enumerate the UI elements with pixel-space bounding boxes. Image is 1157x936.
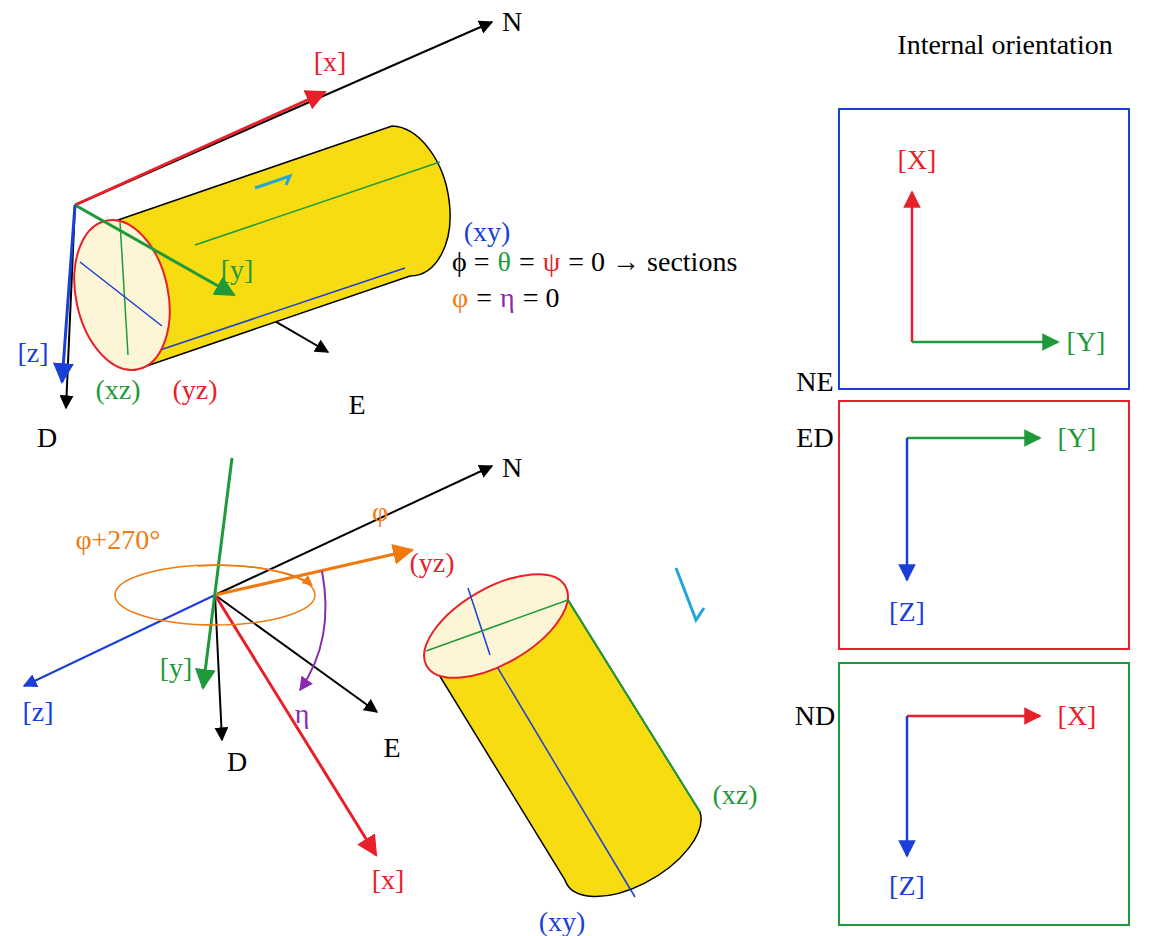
axis-label: (xy) <box>464 218 511 246</box>
axis-label: [x] <box>372 866 405 894</box>
axis-label: [Z] <box>889 598 925 626</box>
axis-arrow <box>906 438 909 580</box>
axis-label: [x] <box>314 48 347 76</box>
axis-label: D <box>227 748 247 776</box>
axis-label: [X] <box>898 146 937 174</box>
axis-label: [y] <box>160 654 193 682</box>
axis-label: [Y] <box>1067 328 1106 356</box>
angle-equation: φ = η = 0 <box>452 284 559 312</box>
panel-title: Internal orientation <box>897 31 1112 59</box>
axis-label: [X] <box>1058 702 1097 730</box>
axis-label: [Z] <box>889 872 925 900</box>
axis-label: [y] <box>221 256 254 284</box>
axis-label: η <box>295 700 310 728</box>
orientation-box: NE[X][Y] <box>838 108 1130 390</box>
axis-label: E <box>383 734 400 762</box>
axis-label: [z] <box>22 698 53 726</box>
axis-label: (xz) <box>95 376 140 404</box>
axis-label: φ+270° <box>75 526 160 554</box>
axis-arrow <box>911 192 914 342</box>
axis-label: E <box>348 391 365 419</box>
equation-term: = <box>476 284 492 312</box>
axis-label: [Y] <box>1058 424 1097 452</box>
axis-arrow <box>912 341 1058 344</box>
equation-term: ψ <box>543 248 561 276</box>
equation-term: = <box>519 248 535 276</box>
equation-term: = 0 → sections <box>568 248 737 276</box>
axis-label: D <box>37 424 57 452</box>
section-name: ND <box>795 702 835 730</box>
axis-label: φ <box>372 498 388 526</box>
orientation-box: ED[Y][Z] <box>838 400 1130 650</box>
axis-arrow <box>906 716 909 856</box>
angle-equation: ϕ = θ = ψ= 0 → sections <box>452 248 737 276</box>
section-name: NE <box>796 368 833 396</box>
section-name: ED <box>796 424 833 452</box>
equation-term: ϕ = <box>452 248 490 276</box>
axis-label: (xz) <box>712 781 757 809</box>
axis-label: (xy) <box>539 908 586 936</box>
axis-label: (yz) <box>172 376 217 404</box>
axis-label: (yz) <box>409 549 454 577</box>
axis-label: [z] <box>17 339 48 367</box>
axis-label: N <box>502 454 522 482</box>
equation-term: η <box>500 284 515 312</box>
axis-label: N <box>502 8 522 36</box>
orientation-box: ND[X][Z] <box>838 662 1130 926</box>
equation-term: φ <box>452 284 468 312</box>
axis-arrow <box>907 715 1040 718</box>
equation-term: = 0 <box>523 284 560 312</box>
axis-arrow <box>907 437 1040 440</box>
equation-term: θ <box>498 248 511 276</box>
